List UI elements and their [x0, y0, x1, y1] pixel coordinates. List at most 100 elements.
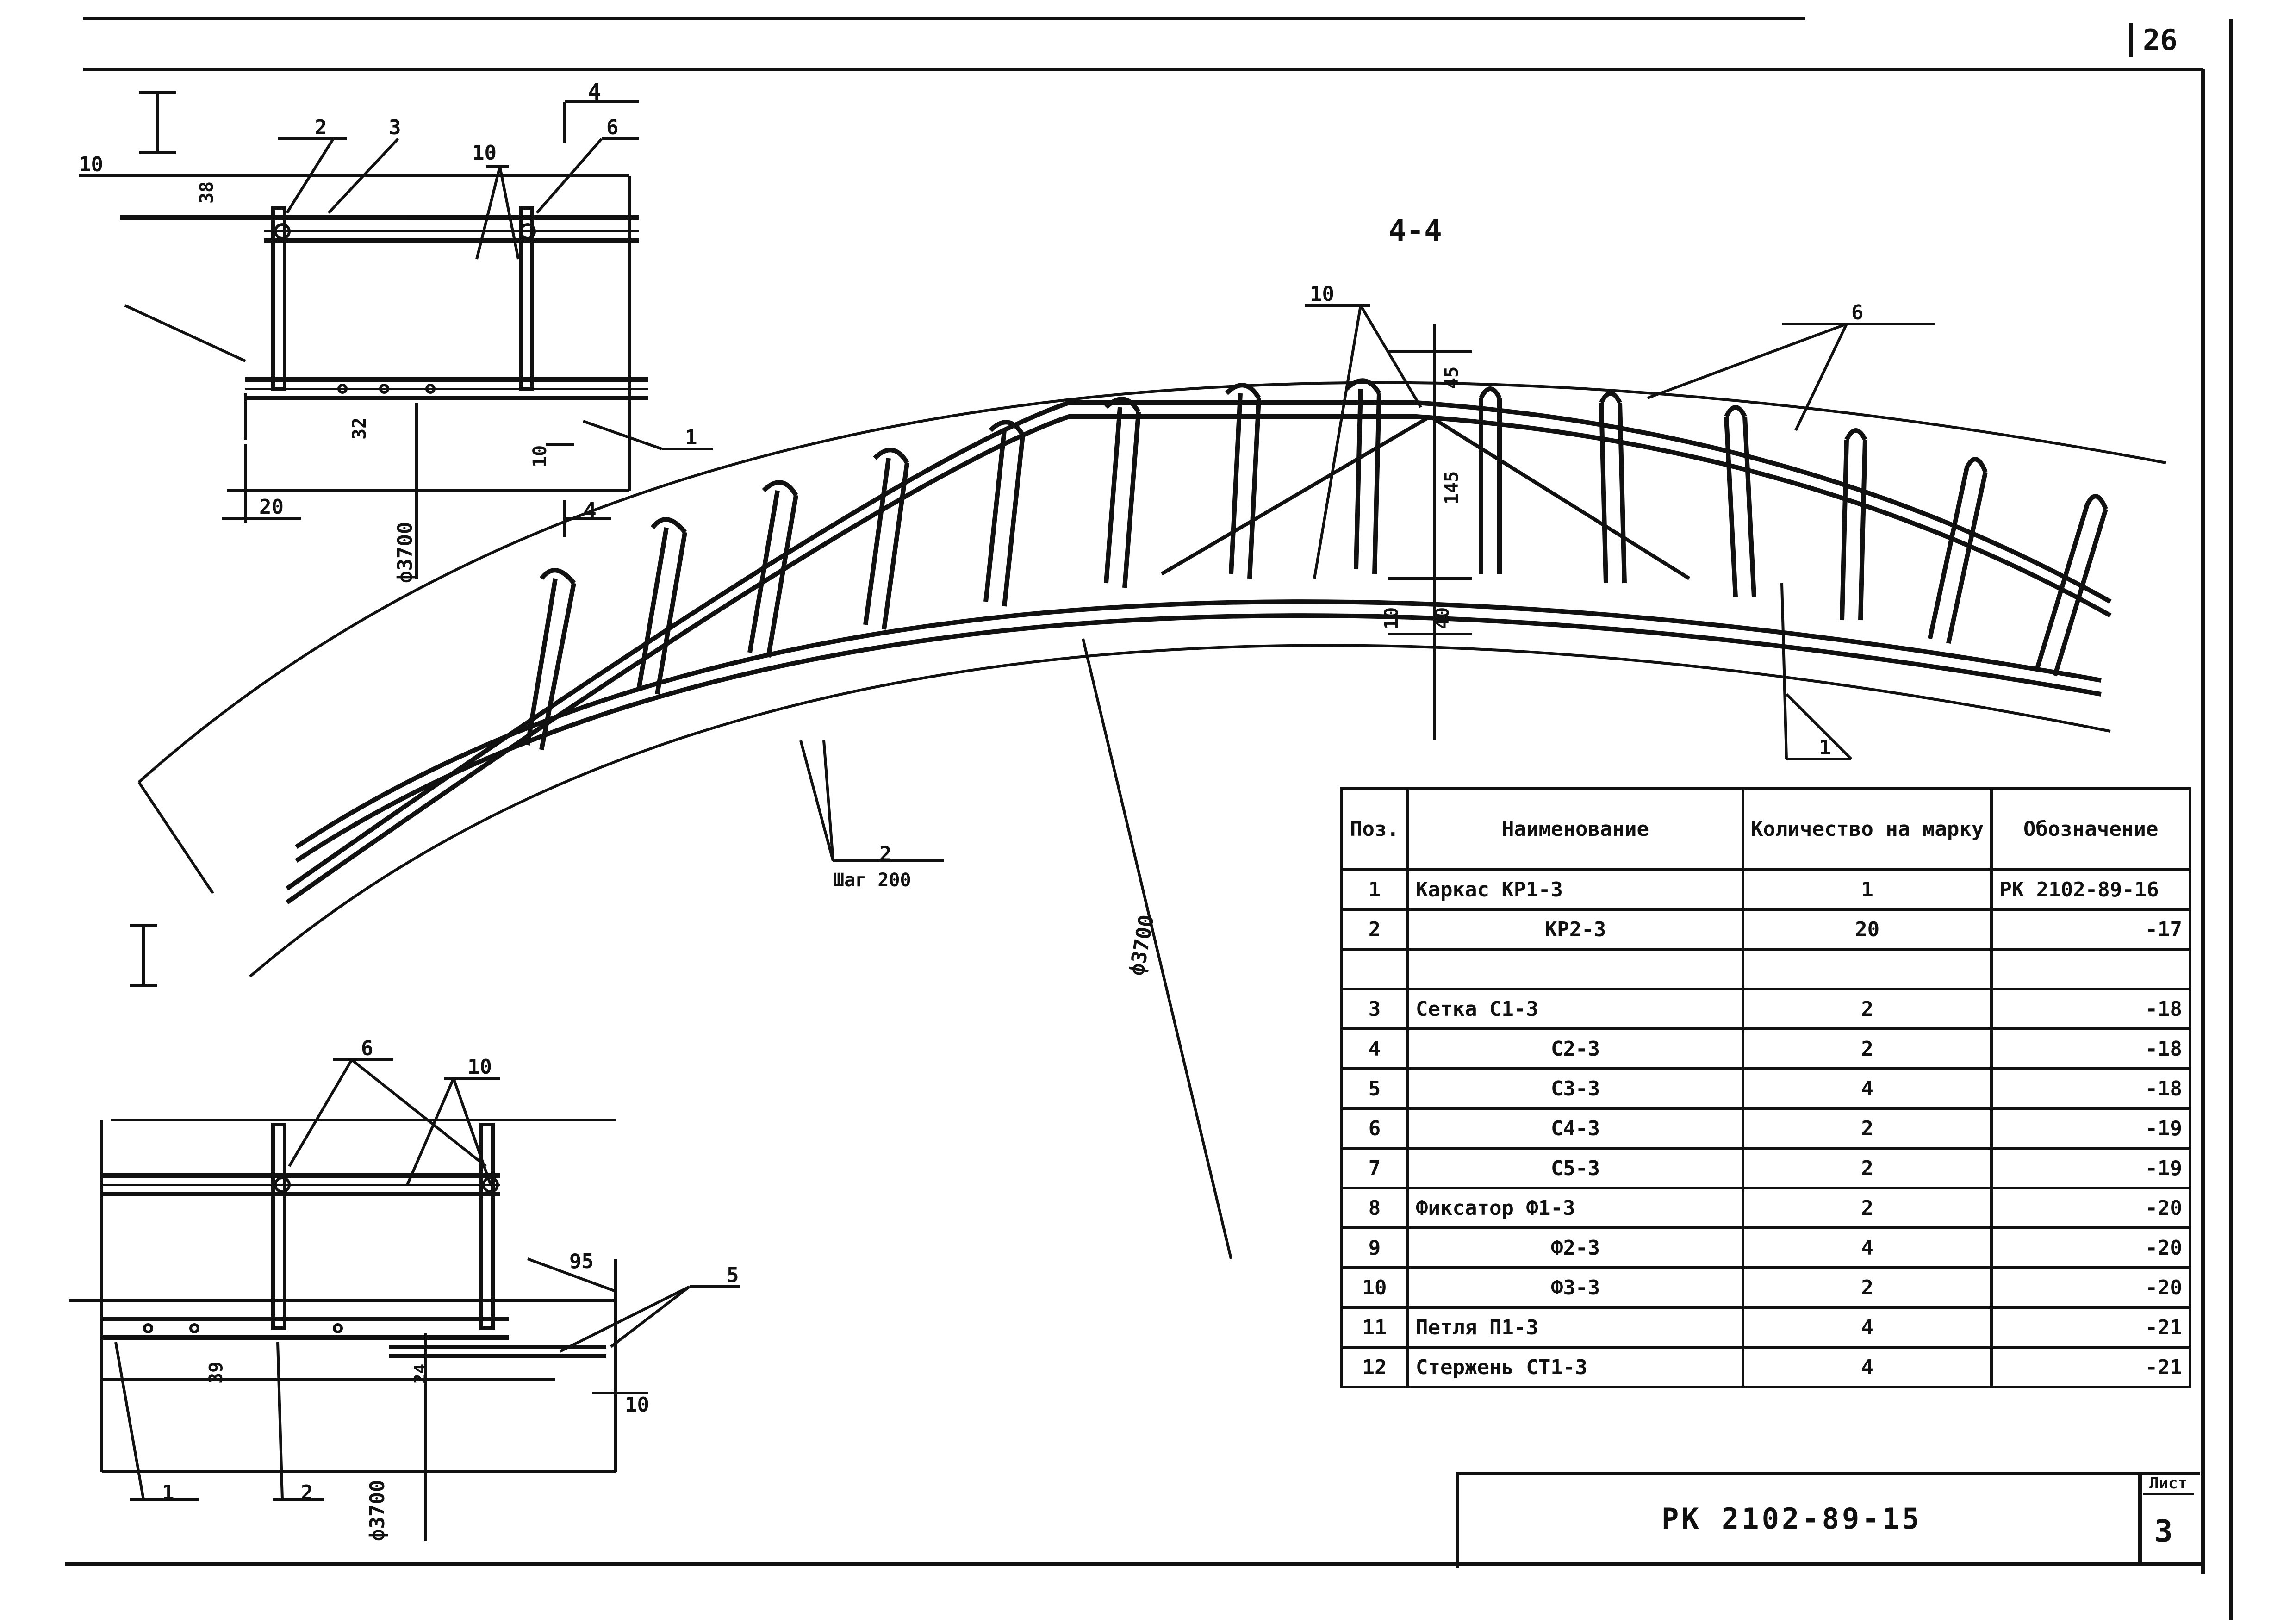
- callout-3-top: 3: [389, 116, 401, 139]
- step-label: Шаг 200: [833, 870, 911, 891]
- cell-qty: 2: [1741, 988, 1993, 1030]
- table-row: [1340, 948, 2191, 990]
- section-I-top: [79, 91, 713, 579]
- cell-qty: 2: [1741, 1187, 1993, 1229]
- cell-code: [1990, 948, 2191, 990]
- cell-qty: 1: [1741, 868, 1993, 911]
- cell-pos: 10: [1340, 1266, 1409, 1309]
- dim-40: 40: [1432, 607, 1453, 629]
- cell-code: -20: [1990, 1266, 2191, 1309]
- cell-pos: 5: [1340, 1067, 1409, 1110]
- cell-qty: 2: [1741, 1266, 1993, 1309]
- callout-6-bottom: 6: [361, 1037, 373, 1060]
- cell-qty: 2: [1741, 1147, 1993, 1189]
- dim-95: 95: [569, 1250, 594, 1273]
- dim-diameter-top: ф3700: [393, 522, 417, 583]
- cell-qty: 2: [1741, 1107, 1993, 1150]
- page-number: 26: [2129, 23, 2178, 57]
- title-block: [1456, 1472, 2200, 1568]
- cell-name: Ф3-3: [1406, 1266, 1744, 1309]
- cell-code: -18: [1990, 1027, 2191, 1070]
- dim-38: 38: [196, 181, 218, 204]
- cell-name: Сетка С1-3: [1406, 988, 1744, 1030]
- cell-name: [1406, 948, 1744, 990]
- specification-table: Поз. Наименование Количество на марку Об…: [1340, 787, 2191, 1388]
- dim-10-top: 10: [79, 153, 103, 176]
- cell-name: Стержень СТ1-3: [1406, 1346, 1744, 1388]
- cell-pos: 12: [1340, 1346, 1409, 1388]
- section-I-bottom: [69, 924, 740, 1541]
- dim-10-right: 10: [529, 445, 551, 467]
- cell-code: -21: [1990, 1306, 2191, 1349]
- header-code: Обозначение: [1990, 787, 2191, 871]
- dim-39: 39: [205, 1362, 227, 1384]
- dim-diameter-bottom: ф3700: [366, 1480, 389, 1541]
- cell-name: Петля П1-3: [1406, 1306, 1744, 1349]
- dim-32: 32: [349, 417, 370, 440]
- callout-1-arch: 1: [1819, 736, 1831, 759]
- dim-20: 20: [259, 495, 284, 519]
- cell-code: -18: [1990, 1067, 2191, 1110]
- callout-2-bottom: 2: [301, 1481, 313, 1505]
- cell-pos: 11: [1340, 1306, 1409, 1349]
- cell-code: -18: [1990, 988, 2191, 1030]
- cell-code: -21: [1990, 1346, 2191, 1388]
- cell-qty: 4: [1741, 1346, 1993, 1388]
- cell-name: Ф2-3: [1406, 1226, 1744, 1269]
- dim-10-arch: 10: [1381, 607, 1402, 629]
- cell-code: -19: [1990, 1107, 2191, 1150]
- dim-45: 45: [1441, 367, 1462, 389]
- cell-pos: 4: [1340, 1027, 1409, 1070]
- cell-pos: 6: [1340, 1107, 1409, 1150]
- callout-6-arch: 6: [1851, 301, 1864, 324]
- cell-name: Фиксатор Ф1-3: [1406, 1187, 1744, 1229]
- cell-qty: [1741, 948, 1993, 990]
- dim-145: 145: [1441, 471, 1462, 504]
- callout-6-top: 6: [606, 116, 619, 139]
- cut-mark-4-top: 4: [588, 79, 601, 105]
- dim-24: 24: [411, 1364, 430, 1384]
- cell-code: РК 2102-89-16: [1990, 868, 2191, 911]
- cell-qty: 4: [1741, 1306, 1993, 1349]
- callout-2-arch: 2: [879, 842, 892, 866]
- cell-name: Каркас КР1-3: [1406, 868, 1744, 911]
- dim-diameter-arch: ф3700: [1125, 913, 1159, 977]
- spec-header-row: Поз. Наименование Количество на марку Об…: [1340, 787, 2191, 871]
- document-code: РК 2102-89-15: [1661, 1502, 1923, 1536]
- cell-code: -17: [1990, 908, 2191, 951]
- section-4-4-label: 4-4: [1388, 214, 1442, 248]
- cell-qty: 2: [1741, 1027, 1993, 1070]
- cell-name: С5-3: [1406, 1147, 1744, 1189]
- dim-10-bottom: 10: [625, 1393, 649, 1417]
- cell-pos: [1340, 948, 1409, 990]
- callout-10-arch: 10: [1310, 282, 1334, 306]
- cell-name: КР2-3: [1406, 908, 1744, 951]
- cell-qty: 4: [1741, 1067, 1993, 1110]
- cell-pos: 9: [1340, 1226, 1409, 1269]
- callout-1-bottom: 1: [162, 1481, 174, 1505]
- cell-pos: 8: [1340, 1187, 1409, 1229]
- callout-10-bottom: 10: [467, 1055, 492, 1079]
- cell-qty: 20: [1741, 908, 1993, 951]
- cell-name: С3-3: [1406, 1067, 1744, 1110]
- sheet-number: 3: [2154, 1513, 2173, 1549]
- header-pos: Поз.: [1340, 787, 1409, 871]
- sheet-box: [2138, 1472, 2200, 1564]
- cut-mark-4-bottom: 4: [583, 498, 597, 524]
- header-name: Наименование: [1406, 787, 1744, 871]
- cell-pos: 7: [1340, 1147, 1409, 1189]
- callout-2-top: 2: [315, 116, 327, 139]
- callout-5-bottom: 5: [727, 1263, 739, 1287]
- callout-10-top: 10: [472, 141, 497, 165]
- cell-pos: 1: [1340, 868, 1409, 911]
